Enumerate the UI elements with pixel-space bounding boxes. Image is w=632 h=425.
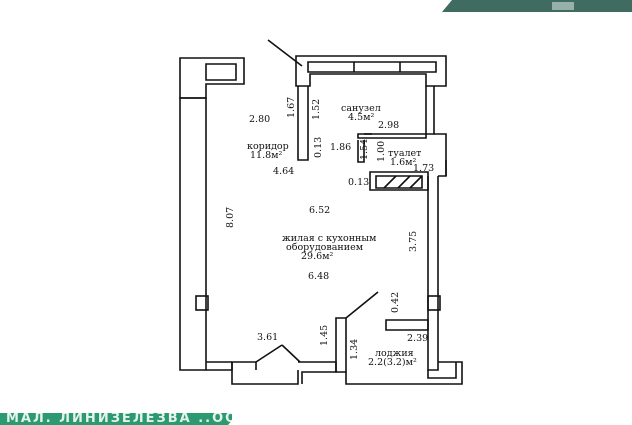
shower-hatch-3 <box>409 175 423 189</box>
dim-0-13-b: 0.13 <box>348 177 369 188</box>
loggia-outer-inner <box>427 362 457 379</box>
corner-mark <box>552 2 574 10</box>
corner-tab-notch <box>442 0 452 12</box>
room-area-lodzhia: 2.2(3.2)м² <box>368 357 417 368</box>
room-name-tualet: туалет <box>388 148 421 159</box>
right-step <box>434 133 447 177</box>
left-wall <box>179 97 207 371</box>
walls <box>179 39 463 385</box>
top-left-window-inner <box>205 63 237 81</box>
bottom-left-wall <box>206 361 257 371</box>
room-name-sanuzel: санузел <box>341 103 381 114</box>
lodzhia-door-swing <box>345 291 379 319</box>
right-upper-wall <box>425 86 435 135</box>
dim-1-52: 1.52 <box>311 99 322 120</box>
dim-3-75: 3.75 <box>408 231 419 252</box>
bath-left-wall <box>297 86 309 161</box>
right-lower-wall <box>427 176 439 371</box>
door-swing-left <box>255 344 283 363</box>
loggia-outer <box>345 361 463 385</box>
bottom-mid-wall <box>298 361 337 384</box>
toilet-left-wall <box>357 140 365 163</box>
dim-1-00: 1.00 <box>376 141 387 162</box>
dimension-labels: 1.67 1.52 2.80 2.98 0.13 1.86 1.54 1.00 … <box>225 97 434 360</box>
dim-1-45: 1.45 <box>319 325 330 346</box>
top-diagonal <box>267 39 303 67</box>
corner-tab <box>442 0 632 12</box>
door-swing-right <box>281 344 301 363</box>
dim-1-54: 1.54 <box>359 139 370 160</box>
dim-2-98: 2.98 <box>378 120 399 131</box>
dim-2-39: 2.39 <box>407 333 428 344</box>
bath-bottom-wall <box>357 133 427 139</box>
dim-1-67: 1.67 <box>286 97 297 118</box>
shower-hatch-1 <box>383 175 397 189</box>
dim-1-73: 1.73 <box>413 163 434 174</box>
room-name-living-1: жилая с кухонным <box>282 233 377 244</box>
toilet-bottom-wall <box>369 171 429 191</box>
room-name-living-2: оборудованием <box>286 242 364 253</box>
bottom-banner: МАЛ. ЛИНИЗЕЛЕЗВА ..ОО.. <box>0 413 232 425</box>
room-labels: санузел 4.5м² туалет 1.6м² коридор 11.8м… <box>247 103 421 368</box>
dim-0-42: 0.42 <box>390 292 401 313</box>
dim-2-80: 2.80 <box>249 114 270 125</box>
top-wall <box>295 55 447 87</box>
lodzhia-wall <box>385 319 429 331</box>
dim-6-48: 6.48 <box>308 271 329 282</box>
bottom-column <box>335 317 347 373</box>
room-area-tualet: 1.6м² <box>390 157 416 168</box>
room-area-living: 29.6м² <box>301 251 334 262</box>
dim-8-07: 8.07 <box>225 207 236 228</box>
dim-0-13-a: 0.13 <box>313 137 324 158</box>
dim-4-64: 4.64 <box>273 166 294 177</box>
bottom-banner-cut <box>228 413 232 425</box>
dim-6-52: 6.52 <box>309 205 330 216</box>
room-name-lodzhia: лоджия <box>375 348 414 359</box>
shower-hatch-2 <box>397 175 411 189</box>
dim-1-86: 1.86 <box>330 142 351 153</box>
left-wall-window <box>195 295 209 311</box>
dim-1-34: 1.34 <box>349 339 360 360</box>
room-area-koridor: 11.8м² <box>250 150 283 161</box>
bottom-door <box>231 362 299 385</box>
top-window <box>307 61 437 73</box>
banner-text: МАЛ. ЛИНИЗЕЛЕЗВА ..ОО.. <box>6 413 232 425</box>
shower-block <box>375 175 423 189</box>
room-area-sanuzel: 4.5м² <box>348 112 374 123</box>
dim-3-61: 3.61 <box>257 332 278 343</box>
room-name-koridor: коридор <box>247 141 289 152</box>
right-wall-window <box>427 295 441 311</box>
